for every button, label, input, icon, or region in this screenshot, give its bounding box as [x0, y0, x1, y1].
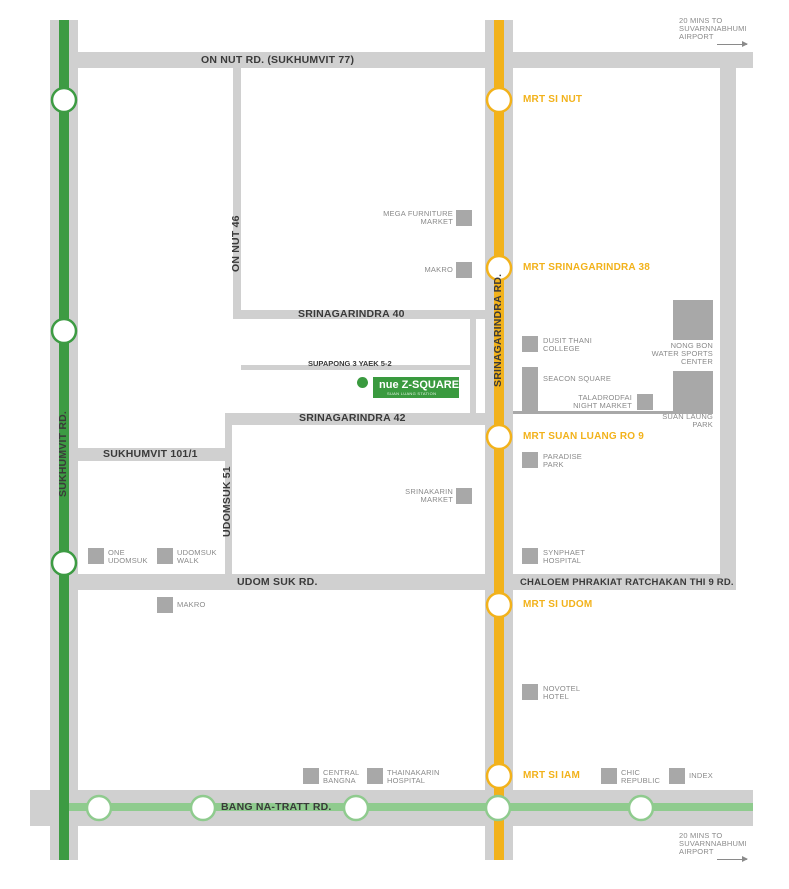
poi-makro-north: MAKRO — [424, 265, 453, 274]
poi-one-udomsuk: ONE UDOMSUK — [108, 548, 148, 565]
road-supapong — [241, 365, 470, 370]
poi-paradise: PARADISE PARK — [543, 452, 582, 469]
road-soi-nong-bon — [513, 411, 713, 414]
poi-index: INDEX — [689, 771, 713, 780]
poi-block-seacon — [522, 367, 538, 411]
poi-thainakarin-marker — [367, 768, 383, 784]
poi-thainakarin: THAINAKARIN HOSPITAL — [387, 768, 440, 785]
road-label-sukhumvit: SUKHUMVIT RD. — [57, 410, 69, 497]
station-si-nut-marker — [485, 86, 513, 114]
road-srinagarindra-42 — [225, 413, 485, 425]
station-green-2 — [50, 317, 78, 345]
road-on-nut — [50, 52, 753, 68]
road-label-srinagarindra: SRINAGARINDRA RD. — [492, 273, 504, 387]
station-srinagarindra-38-marker — [485, 254, 513, 282]
poi-block-suan-laung — [673, 371, 713, 411]
poi-makro-south-marker — [157, 597, 173, 613]
road-label-srinagarindra-40: SRINAGARINDRA 40 — [298, 308, 405, 320]
poi-dusit-thani-marker — [522, 336, 538, 352]
poi-novotel-marker — [522, 684, 538, 700]
project-name: nue Z-SQUARE — [379, 379, 460, 391]
poi-novotel: NOVOTEL HOTEL — [543, 684, 581, 701]
project-logo-box: nue Z-SQUARE SUAN LUANG STATION — [373, 377, 459, 398]
poi-one-udomsuk-marker — [88, 548, 104, 564]
road-sukhumvit-101 — [78, 448, 225, 461]
poi-mega-furniture: MEGA FURNITURE MARKET — [383, 209, 453, 226]
project-subtitle: SUAN LUANG STATION — [387, 391, 437, 396]
road-udomsuk-51 — [225, 413, 232, 575]
poi-synphaet-marker — [522, 548, 538, 564]
station-bangna-2 — [189, 794, 217, 822]
poi-nong-bon: NONG BON WATER SPORTS CENTER — [651, 341, 713, 366]
poi-index-marker — [669, 768, 685, 784]
poi-taladrodfai-marker — [637, 394, 653, 410]
station-label-srinagarindra-38: MRT SRINAGARINDRA 38 — [523, 262, 650, 273]
poi-taladrodfai: TALADRODFAI NIGHT MARKET — [573, 393, 632, 410]
poi-chic-republic-marker — [601, 768, 617, 784]
poi-srinakarin: SRINAKARIN MARKET — [405, 487, 453, 504]
poi-makro-south: MAKRO — [177, 600, 206, 609]
arrow-right-icon — [717, 41, 748, 47]
station-si-iam-marker — [485, 762, 513, 790]
station-bangna-5 — [627, 794, 655, 822]
station-green-1 — [50, 86, 78, 114]
road-srinagarindra-40 — [233, 310, 485, 319]
station-label-si-iam: MRT SI IAM — [523, 770, 580, 781]
poi-block-nong-bon — [673, 300, 713, 340]
road-label-chaloem: CHALOEM PHRAKIAT RATCHAKAN THI 9 RD. — [520, 577, 734, 588]
poi-udomsuk-walk: UDOMSUK WALK — [177, 548, 217, 565]
airport-note-bottom: 20 MINS TO SUVARNNABHUMI AIRPORT — [679, 831, 747, 856]
station-label-si-nut: MRT SI NUT — [523, 94, 583, 105]
poi-seacon: SEACON SQUARE — [543, 374, 612, 383]
rail-green-bang-na — [69, 803, 753, 811]
poi-central-bangna: CENTRAL BANGNA — [323, 768, 360, 785]
station-si-udom-marker — [485, 591, 513, 619]
station-bangna-1 — [85, 794, 113, 822]
road-soi-inner — [470, 319, 476, 415]
station-label-suan-luang: MRT SUAN LUANG RO 9 — [523, 431, 645, 442]
poi-dusit-thani: DUSIT THANI COLLEGE — [543, 336, 593, 353]
road-label-udomsuk-51: UDOMSUK 51 — [221, 466, 233, 537]
road-on-nut-46 — [233, 68, 241, 318]
road-label-on-nut: ON NUT RD. (SUKHUMVIT 77) — [201, 54, 355, 66]
road-label-srinagarindra-42: SRINAGARINDRA 42 — [299, 412, 406, 424]
road-udom-suk — [78, 574, 485, 590]
poi-makro-north-marker — [456, 262, 472, 278]
road-east-vertical — [720, 52, 736, 590]
airport-note-top: 20 MINS TO SUVARNNABHUMI AIRPORT — [679, 16, 747, 41]
poi-paradise-marker — [522, 452, 538, 468]
station-bangna-3 — [342, 794, 370, 822]
road-label-on-nut-46: ON NUT 46 — [230, 215, 242, 272]
poi-chic-republic: CHIC REPUBLIC — [621, 768, 661, 785]
poi-suan-laung: SUAN LAUNG PARK — [662, 412, 713, 429]
station-label-si-udom: MRT SI UDOM — [523, 599, 593, 610]
poi-udomsuk-walk-marker — [157, 548, 173, 564]
arrow-right-icon — [717, 856, 748, 862]
poi-central-bangna-marker — [303, 768, 319, 784]
poi-srinakarin-marker — [456, 488, 472, 504]
road-label-sukhumvit-101: SUKHUMVIT 101/1 — [103, 448, 198, 460]
poi-synphaet: SYNPHAET HOSPITAL — [543, 548, 586, 565]
station-green-3 — [50, 549, 78, 577]
poi-mega-furniture-marker — [456, 210, 472, 226]
rail-green-sukhumvit — [59, 20, 69, 860]
road-label-bang-na: BANG NA-TRATT RD. — [221, 801, 332, 813]
project-location-dot — [357, 377, 368, 388]
station-bangna-4 — [484, 794, 512, 822]
road-label-udom-suk: UDOM SUK RD. — [237, 576, 318, 588]
road-chaloem — [513, 574, 736, 590]
station-suan-luang-marker — [485, 423, 513, 451]
road-label-supapong: SUPAPONG 3 YAEK 5-2 — [308, 359, 392, 368]
